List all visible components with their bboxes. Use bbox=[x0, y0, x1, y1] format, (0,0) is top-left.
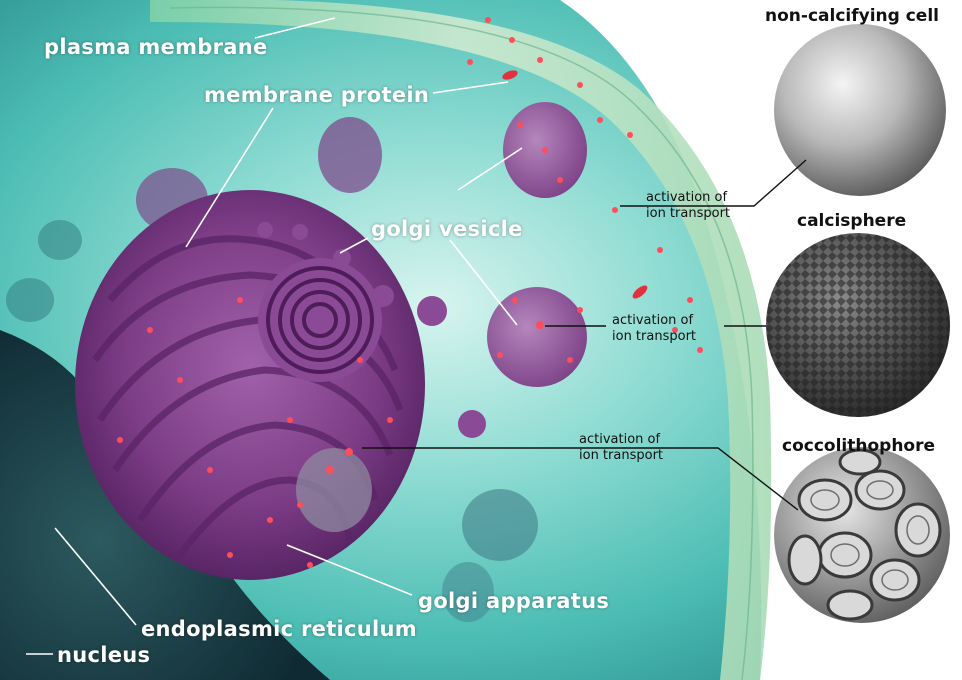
label-calcisphere: calcisphere bbox=[797, 211, 907, 231]
activation-label-2-line2: ion transport bbox=[612, 329, 697, 344]
activation-label-3: activation of ion transport bbox=[579, 432, 663, 464]
label-golgi-apparatus: golgi apparatus bbox=[418, 589, 610, 613]
label-nucleus: nucleus bbox=[57, 643, 151, 667]
activation-label-3-line1: activation of bbox=[579, 432, 661, 447]
activation-label-1-line1: activation of bbox=[646, 190, 728, 205]
label-membrane-protein: membrane protein bbox=[204, 83, 430, 107]
activation-label-2-line1: activation of bbox=[612, 313, 694, 328]
label-plasma-membrane: plasma membrane bbox=[44, 35, 268, 59]
white-leader-lines bbox=[26, 17, 523, 655]
non-calcifying-cell-sphere bbox=[774, 24, 946, 196]
label-endoplasmic-reticulum: endoplasmic reticulum bbox=[141, 617, 417, 641]
label-golgi-vesicle: golgi vesicle bbox=[371, 217, 523, 241]
label-coccolithophore: coccolithophore bbox=[782, 436, 936, 456]
black-leader-lines bbox=[362, 159, 807, 511]
activation-label-2: activation of ion transport bbox=[612, 313, 696, 345]
label-non-calcifying-cell: non-calcifying cell bbox=[765, 6, 939, 26]
membrane-protein-dots bbox=[117, 17, 703, 568]
activation-label-1-line2: ion transport bbox=[646, 206, 731, 221]
activation-label-1: activation of ion transport bbox=[646, 190, 730, 222]
activation-label-3-line2: ion transport bbox=[579, 448, 664, 463]
